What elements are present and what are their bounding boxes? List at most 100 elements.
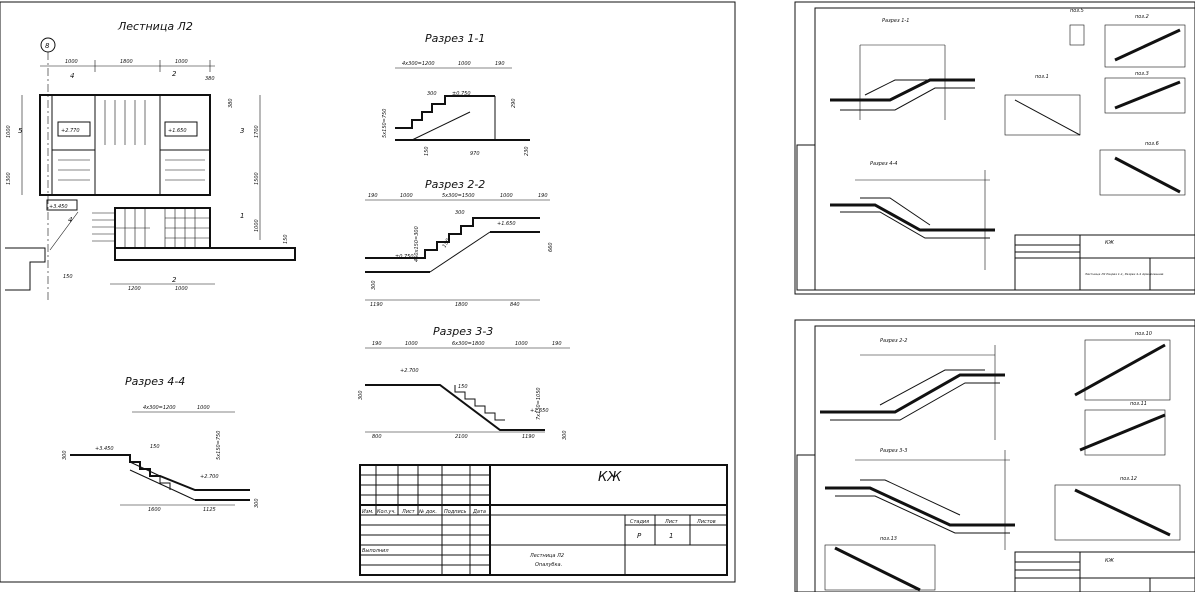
dim-left-1: 1000 xyxy=(6,125,12,138)
s33-steps xyxy=(454,385,505,421)
plan-steps-upper xyxy=(58,100,205,181)
s3-stamp-code: КЖ xyxy=(1105,558,1115,564)
s11-dim-6: 970 xyxy=(470,151,480,157)
section-2-2-title: Разрез 2-2 xyxy=(425,178,485,191)
s3-label-1: Разрез 2-2 xyxy=(880,338,907,344)
s44-dim-6: 150 xyxy=(150,444,160,450)
s22-dim-8: 840 xyxy=(510,302,520,308)
s22-dim-13: 450x150=300 xyxy=(414,226,420,262)
s44-dim-4: 1125 xyxy=(203,507,216,513)
s44-dim-7: 5x150=750 xyxy=(216,431,222,460)
s2-label-5: поз.3 xyxy=(1135,71,1149,77)
stamp-h1: Изм. xyxy=(362,509,374,515)
s2-stamp-code: КЖ xyxy=(1105,240,1115,246)
s44-dim-5: 300 xyxy=(62,450,68,460)
s33-mark-2: +1.650 xyxy=(530,408,549,414)
stair-plan: Лестница Л2 8 1000 1800 1000 xyxy=(5,20,296,300)
title-block: КЖ Изм. Кол.уч. Лист № док. Подпись Дата… xyxy=(359,464,728,576)
dim-top-1: 1000 xyxy=(65,59,78,65)
dim-misc-3: 380 xyxy=(205,76,215,82)
s11-dim-3: 190 xyxy=(495,61,505,67)
s33-slab xyxy=(365,384,545,431)
stamp-h6: Дата xyxy=(472,509,486,515)
s22-dim-3: 5x300=1500 xyxy=(442,193,475,199)
s22-dim-4: 1000 xyxy=(500,193,513,199)
stamp-h5: Подпись xyxy=(444,509,467,515)
s11-dim-7: 150 xyxy=(424,146,430,156)
sheet-2: Разрез 1-1 Разрез 4-4 поз.1 поз.2 поз.3 … xyxy=(794,1,1195,295)
s22-dim-6: 1190 xyxy=(370,302,383,308)
s11-dim-4: 300 xyxy=(427,91,437,97)
stage-v2: 1 xyxy=(669,532,673,540)
mark-3: +3.450 xyxy=(49,204,68,210)
s22-steps xyxy=(365,217,540,259)
mark-1: +2.770 xyxy=(61,128,80,134)
dim-bottom-2: 1000 xyxy=(175,286,188,292)
s3-label-2: Разрез 3-3 xyxy=(880,448,907,454)
s3-reinforcement-1 xyxy=(820,345,1005,440)
dim-misc-4: 380 xyxy=(228,98,234,108)
s33-dim-1: 190 xyxy=(372,341,382,347)
cut-label-4: 3 xyxy=(240,127,244,135)
s44-dim-8: 300 xyxy=(254,498,260,508)
s2-reinforcement-1 xyxy=(830,44,975,120)
mark-box-2 xyxy=(164,121,198,137)
dim-bottom-1: 1200 xyxy=(128,286,141,292)
s2-label-2: Разрез 4-4 xyxy=(870,161,897,167)
stamp-name-1: Лестница Л2 xyxy=(529,553,564,559)
s2-label-3: поз.1 xyxy=(1035,74,1049,80)
sheet-1-frame xyxy=(0,1,736,583)
s44-slab xyxy=(70,454,250,491)
dim-top-2: 1800 xyxy=(120,59,133,65)
cut-label-7: 2 xyxy=(172,276,177,284)
s3-stamp: КЖ xyxy=(1014,551,1195,592)
s33-mark-1: +2.700 xyxy=(400,368,419,374)
s3-label-5: поз.12 xyxy=(1120,476,1137,482)
section-3-3-title: Разрез 3-3 xyxy=(433,325,493,338)
s44-dim-2: 1000 xyxy=(197,405,210,411)
s2-label-6: поз.5 xyxy=(1070,8,1084,14)
s33-dim-12: 300 xyxy=(562,430,568,440)
s22-dim-2: 1000 xyxy=(400,193,413,199)
dim-right-2: 1500 xyxy=(254,172,260,185)
s33-dim-11: 7x150=1050 xyxy=(536,387,542,420)
s3-bars xyxy=(824,339,1181,592)
s22-dim-12: 660 xyxy=(548,242,554,252)
plan-steps-lower xyxy=(92,207,211,249)
sheet-1: Лестница Л2 8 1000 1800 1000 xyxy=(0,1,736,583)
cut-label-3: 5 xyxy=(18,127,23,135)
section-2-2: Разрез 2-2 190 1000 5x300=1500 1000 190 … xyxy=(365,178,554,308)
cut-label-6: 4 xyxy=(68,216,72,224)
s11-dim-8: 230 xyxy=(524,146,530,156)
s2-label-1: Разрез 1-1 xyxy=(882,18,909,24)
stage-h2: Лист xyxy=(664,519,679,525)
s33-dim-6: 800 xyxy=(372,434,382,440)
s3-label-3: поз.10 xyxy=(1135,331,1152,337)
section-3-3: Разрез 3-3 190 1000 6x300=1800 1000 190 … xyxy=(358,325,570,440)
s11-steps xyxy=(395,95,495,129)
section-4-4: Разрез 4-4 4x300=1200 1000 +3.450 +2.700… xyxy=(62,375,260,513)
s11-mark: ±0.750 xyxy=(452,91,471,97)
s33-dim-7: 2100 xyxy=(455,434,468,440)
s22-dim-9: 300 xyxy=(371,280,377,290)
stamp-h3: Лист xyxy=(401,509,416,515)
dim-right-3: 1000 xyxy=(254,219,260,232)
s44-mark-1: +3.450 xyxy=(95,446,114,452)
s11-dim-5: 290 xyxy=(511,98,517,108)
axis-label: 8 xyxy=(45,42,50,50)
s33-dim-4: 1000 xyxy=(515,341,528,347)
s11-dim-9: 5x150=750 xyxy=(382,109,388,138)
s3-label-4: поз.11 xyxy=(1130,401,1147,407)
s22-mark-1: +1.650 xyxy=(497,221,516,227)
cut-label-2: 2 xyxy=(172,70,177,78)
s2-label-7: поз.6 xyxy=(1145,141,1159,147)
s22-dim-10: 150 xyxy=(442,238,452,249)
s2-reinforcement-2 xyxy=(830,170,995,270)
section-1-1-title: Разрез 1-1 xyxy=(425,32,485,45)
stamp-h4: № док. xyxy=(418,509,437,515)
stage-v1: Р xyxy=(637,532,642,540)
s33-dim-10: 150 xyxy=(458,384,468,390)
section-4-4-title: Разрез 4-4 xyxy=(125,375,185,388)
stage-h3: Листов xyxy=(696,519,716,525)
